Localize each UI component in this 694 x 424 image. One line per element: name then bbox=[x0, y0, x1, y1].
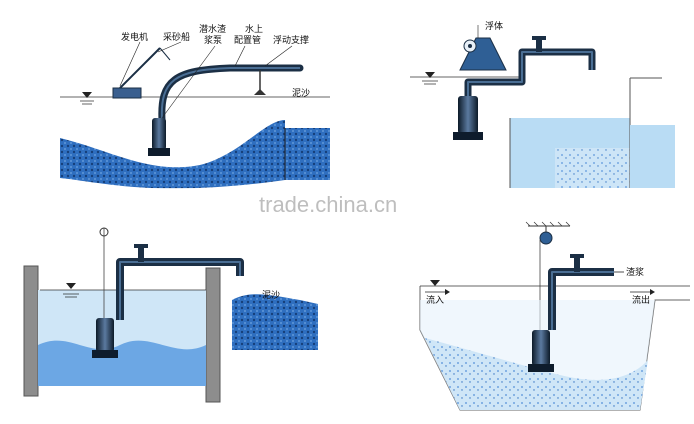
panel-2-valve bbox=[536, 40, 542, 52]
panel-4-valve bbox=[574, 258, 580, 272]
panel-1-boom bbox=[119, 47, 161, 89]
label-submersible-pump-line2: 浆泵 bbox=[204, 34, 222, 46]
panel-1-sand-dredging: 发电机 采砂船 潜水渣 浆泵 水上 配置管 浮动支撑 泥沙 bbox=[4, 6, 340, 204]
panel-3-water-level-icon bbox=[66, 283, 76, 289]
label-generator: 发电机 bbox=[121, 31, 148, 43]
panel-3-valve bbox=[138, 248, 144, 262]
label-mud-sand-3: 泥沙 bbox=[262, 290, 280, 301]
label-float-support: 浮动支撑 bbox=[273, 34, 309, 46]
label-submersible-pump-line1: 潜水渣 bbox=[199, 23, 226, 35]
panel-3-sand-pile bbox=[232, 294, 318, 350]
label-above-water-line2: 配置管 bbox=[234, 34, 261, 46]
panel-1-sand-boat bbox=[112, 87, 142, 99]
panel-1-water-level-icon bbox=[82, 92, 92, 98]
watermark-text: trade.china.cn bbox=[259, 192, 397, 217]
panel-1-pump bbox=[152, 118, 166, 150]
panel-4-pulley bbox=[539, 231, 553, 245]
panel-2-floating-pump: 浮体 bbox=[350, 6, 690, 204]
panel-3-pump bbox=[96, 318, 114, 352]
panel-1-sand-mound bbox=[60, 120, 285, 189]
panel-4-settling-tank: 渣浆 流入 流出 bbox=[350, 221, 690, 420]
label-float: 浮体 bbox=[485, 20, 503, 32]
panel-3-right-wall bbox=[205, 267, 221, 403]
label-slag-slurry: 渣浆 bbox=[626, 266, 644, 278]
label-above-water-line1: 水上 bbox=[245, 23, 263, 35]
label-mud-sand: 泥沙 bbox=[292, 88, 310, 99]
panel-1-sand-bank bbox=[285, 128, 330, 180]
panel-2-water-level-icon bbox=[425, 72, 435, 78]
label-outflow: 流出 bbox=[632, 294, 650, 306]
watermark-band: trade.china.cn bbox=[0, 188, 694, 220]
panel-4-pump bbox=[532, 330, 550, 366]
panel-4-slurry bbox=[425, 338, 648, 410]
label-sand-boat: 采砂船 bbox=[163, 31, 190, 43]
panel-2-pump bbox=[458, 96, 478, 134]
panel-4-water-level-icon bbox=[430, 280, 440, 286]
panel-3-left-wall bbox=[23, 265, 39, 397]
label-inflow: 流入 bbox=[426, 294, 444, 306]
panel-3-pit-pump: 泥沙 bbox=[4, 222, 340, 420]
